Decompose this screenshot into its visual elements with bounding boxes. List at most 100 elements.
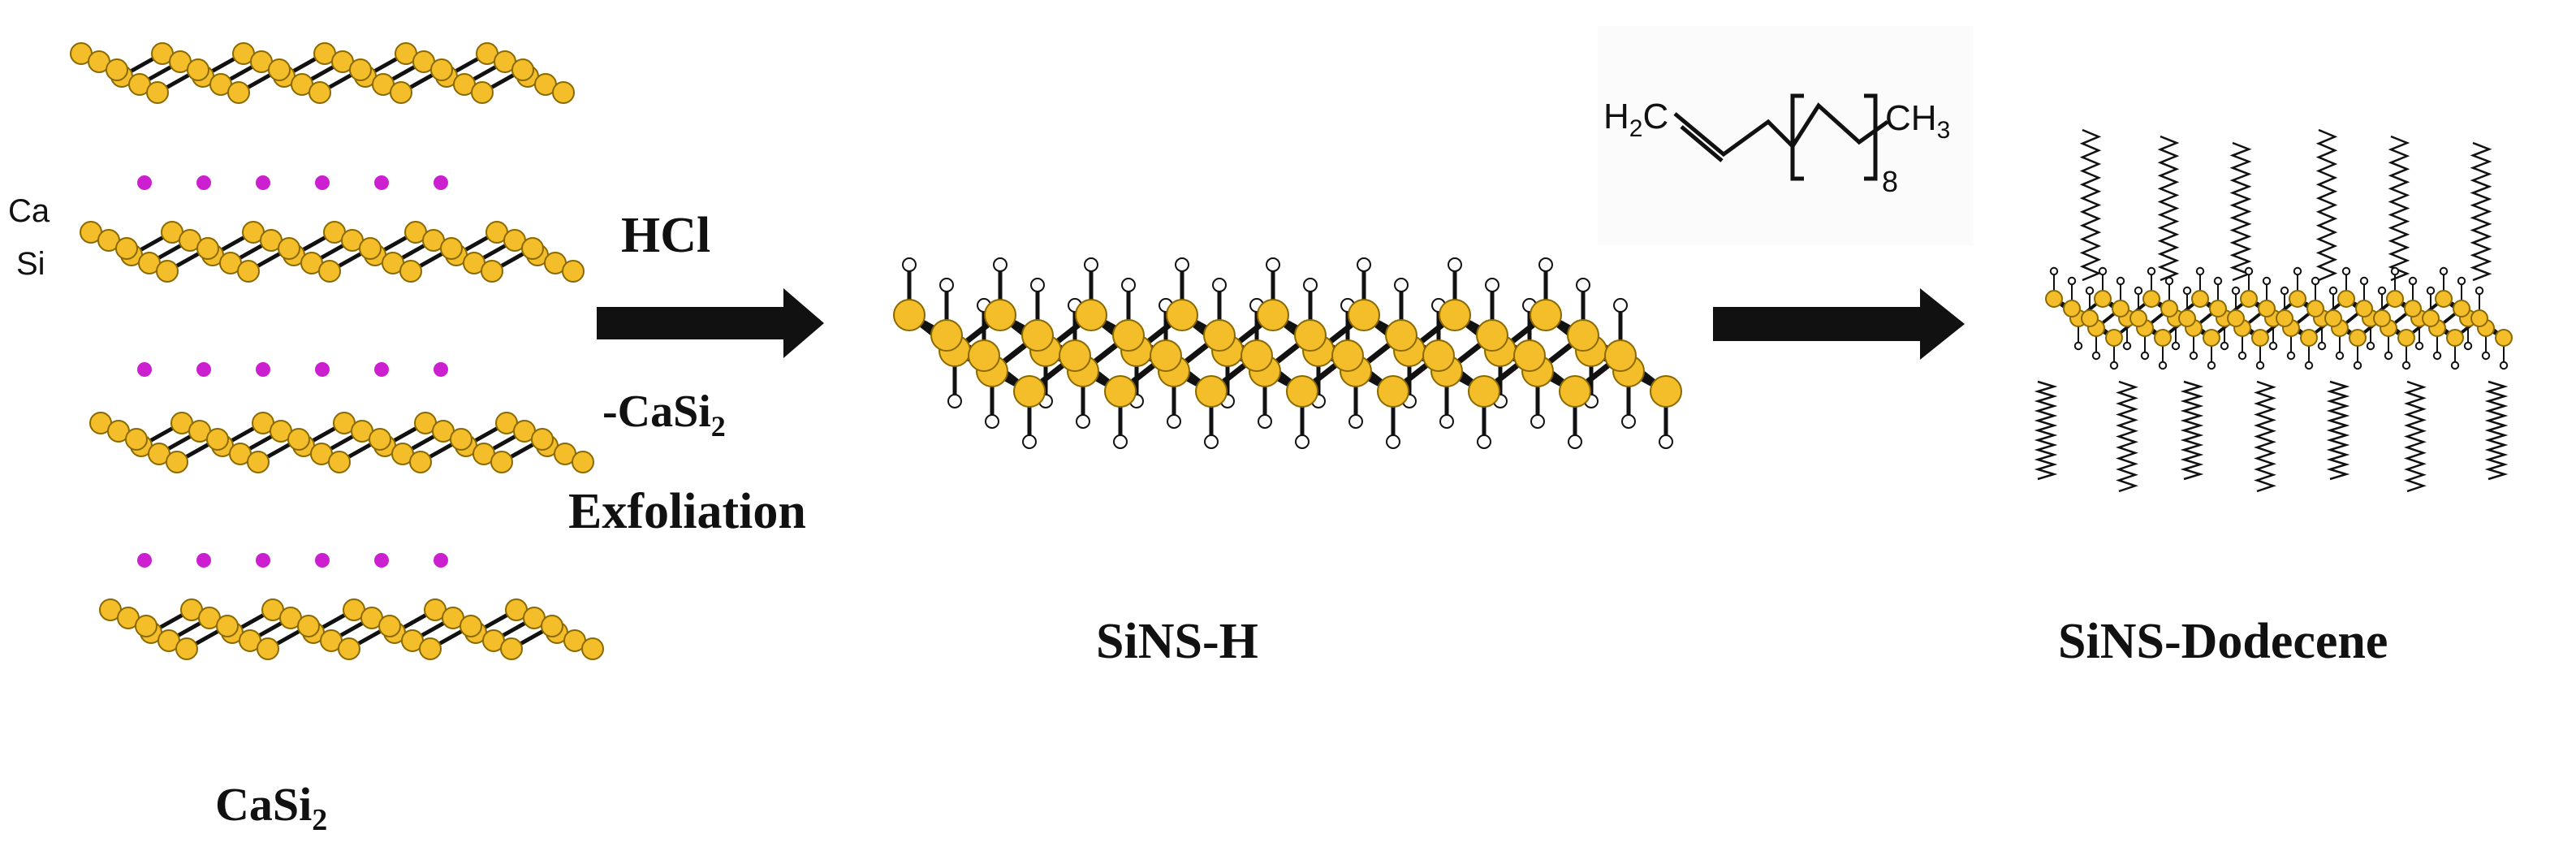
dodecene-chain	[2229, 141, 2252, 282]
hydrogen-atom	[2408, 276, 2418, 286]
silicon-atom	[2203, 329, 2220, 347]
dodecene-chain	[2484, 380, 2509, 481]
silicon-atom	[1104, 375, 1137, 408]
silicon-atom	[399, 260, 422, 283]
silicon-atom	[572, 451, 594, 473]
hydrogen-atom	[1357, 257, 1371, 272]
arrow1-middle-base: -CaSi	[602, 387, 711, 437]
hydrogen-atom	[1477, 434, 1491, 449]
silicon-atom	[318, 260, 341, 283]
silicon-atom	[471, 81, 494, 104]
calcium-atom	[434, 175, 448, 190]
silicon-atom	[968, 339, 1000, 372]
dodecene-chain	[2034, 380, 2058, 481]
silicon-atom	[247, 451, 270, 473]
silicon-atom	[156, 260, 179, 283]
hydrogen-atom	[2499, 361, 2509, 370]
dodecene-chain	[2326, 380, 2350, 481]
hydrogen-atom	[2182, 286, 2192, 296]
calcium-atom	[434, 553, 448, 568]
silicon-atom	[450, 428, 472, 451]
silicon-atom	[2258, 300, 2276, 318]
hydrogen-atom	[2401, 361, 2411, 370]
silicon-atom	[2435, 290, 2453, 308]
casi2-label-base: CaSi	[215, 778, 312, 831]
silicon-atom	[227, 81, 250, 104]
hydrogen-atom	[2195, 266, 2205, 276]
silicon-atom	[187, 58, 209, 81]
calcium-atom	[137, 362, 152, 377]
silicon-atom	[2373, 309, 2391, 327]
silicon-atom	[440, 237, 463, 260]
silicon-atom	[125, 428, 148, 451]
calcium-atom	[374, 362, 389, 377]
silicon-atom	[2453, 300, 2470, 318]
silicon-atom	[135, 615, 157, 637]
hydrogen-atom	[2262, 276, 2272, 286]
silicon-atom	[2112, 300, 2129, 318]
silicon-atom	[206, 428, 229, 451]
hydrogen-atom	[2231, 286, 2241, 296]
silicon-atom	[500, 637, 523, 660]
hydrogen-atom	[1175, 257, 1189, 272]
hydrogen-atom	[2109, 361, 2119, 370]
silicon-atom	[531, 428, 554, 451]
hydrogen-atom	[2189, 351, 2198, 361]
silicon-atom	[2191, 290, 2209, 308]
hydrogen-atom	[2049, 266, 2059, 276]
hydrogen-atom	[2328, 286, 2338, 296]
hydrogen-atom	[2171, 341, 2181, 351]
silicon-atom	[2349, 329, 2367, 347]
silicon-atom	[1567, 319, 1599, 352]
hydrogen-atom	[2164, 276, 2174, 286]
hydrogen-atom	[2353, 361, 2362, 370]
silicon-atom	[1021, 319, 1054, 352]
hydrogen-atom	[1212, 278, 1227, 292]
calcium-atom	[137, 175, 152, 190]
hydrogen-atom	[2450, 361, 2460, 370]
arrow1-shaft	[597, 307, 787, 339]
calcium-atom	[256, 362, 270, 377]
hydrogen-atom	[2134, 286, 2143, 296]
hydrogen-atom	[947, 394, 962, 408]
silicon-atom	[2227, 309, 2245, 327]
silicon-atom	[1203, 319, 1236, 352]
silicon-sheet	[80, 221, 585, 283]
hydrogen-atom	[2390, 266, 2400, 276]
reagent-bracket-left	[1790, 93, 1804, 181]
silicon-atom	[1195, 375, 1228, 408]
hydrogen-atom	[939, 278, 954, 292]
hydrogen-atom	[1439, 414, 1454, 429]
silicon-atom	[1559, 375, 1591, 408]
sins-h-sheet-structure	[893, 257, 1682, 449]
reagent-double-bond	[1680, 125, 1724, 162]
element-legend: Ca Si	[8, 193, 50, 282]
silicon-atom	[237, 260, 260, 283]
hydrogen-atom	[1576, 278, 1590, 292]
hydrogen-atom	[1303, 278, 1318, 292]
silicon-sheet	[99, 598, 604, 660]
arrow1-middle-label: -CaSi2	[602, 387, 726, 443]
sins-dodecene-label: SiNS-Dodecene	[2058, 614, 2388, 669]
silicon-atom	[268, 58, 291, 81]
casi2-layered-structure	[70, 42, 604, 660]
silicon-atom	[2446, 329, 2464, 347]
silicon-atom	[2063, 300, 2081, 318]
hydrogen-atom	[1530, 414, 1545, 429]
silicon-atom	[2240, 290, 2258, 308]
hydrogen-atom	[2116, 276, 2125, 286]
silicon-atom	[2178, 309, 2196, 327]
reagent-ch3: CH3	[1885, 98, 1950, 144]
hydrogen-atom	[2304, 361, 2314, 370]
hydrogen-atom	[1295, 434, 1310, 449]
calcium-atom	[256, 553, 270, 568]
reagent-repeat-count: 8	[1882, 165, 1898, 198]
arrow1-top-label: HCl	[621, 208, 710, 263]
arrow1-middle-subscript: 2	[711, 410, 726, 443]
silicon-atom	[2105, 329, 2123, 347]
hydrogen-atom	[993, 257, 1008, 272]
hydrogen-atom	[2255, 361, 2265, 370]
reagent-h2c-tail: C	[1642, 97, 1668, 136]
hydrogen-atom	[1113, 434, 1128, 449]
